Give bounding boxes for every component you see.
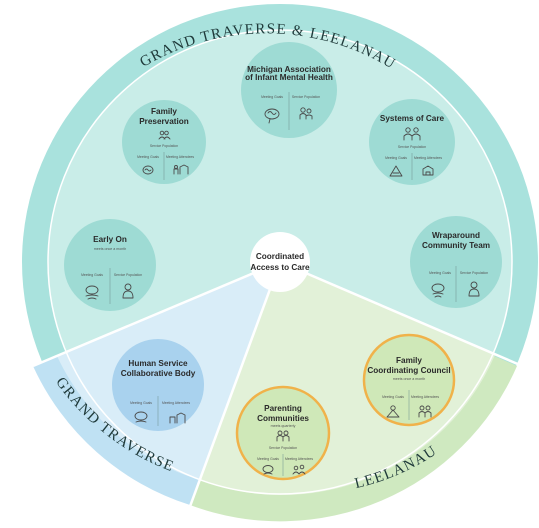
node-systems-of-care[interactable]: Systems of Care Service Population Meeti… — [369, 99, 455, 185]
node-title-line2: Community Team — [422, 241, 490, 250]
node-family-coordinating-council[interactable]: Family Coordinating Council meets once a… — [362, 333, 456, 427]
people-icon — [386, 405, 400, 418]
people-icon — [158, 130, 171, 140]
building-icon — [422, 165, 434, 176]
meeting-frequency: meets quarterly — [271, 424, 296, 428]
node-title-line2: Communities — [257, 414, 309, 423]
col-label-meeting-goals: Meeting Goals — [382, 395, 404, 399]
center-title-line1: Coordinated — [256, 252, 304, 261]
col-label-service-population: Service Population — [460, 271, 488, 275]
family-icon — [418, 405, 432, 418]
node-wraparound[interactable]: Wraparound Community Team Meeting Goals … — [410, 216, 502, 308]
col-label-meeting-goals: Meeting Goals — [261, 95, 283, 99]
building-icon — [173, 164, 189, 175]
family-icon — [299, 107, 313, 120]
node-parenting-communities[interactable]: Parenting Communities meets quarterly Se… — [235, 385, 331, 481]
node-title-line2: Preservation — [139, 117, 189, 126]
node-title-line1: Human Service — [128, 359, 188, 368]
node-title-line1: Family — [151, 107, 177, 116]
sub-label-service-population: Service Population — [150, 144, 178, 148]
meeting-frequency: meets once a month — [393, 377, 426, 381]
family-icon — [276, 430, 290, 442]
node-title-line2: Coordinating Council — [367, 366, 450, 375]
brain-icon — [389, 165, 403, 177]
building-icon — [169, 412, 186, 424]
center-node[interactable]: Coordinated Access to Care — [250, 232, 310, 292]
col-label-meeting-goals: Meeting Goals — [385, 156, 407, 160]
center-title-line2: Access to Care — [250, 263, 310, 272]
brain-icon — [262, 465, 274, 475]
node-title-line1: Parenting — [264, 404, 302, 413]
col-label-meeting-goals: Meeting Goals — [257, 457, 279, 461]
node-title-line1: Family — [396, 356, 422, 365]
node-title-line1: Systems of Care — [380, 114, 445, 123]
node-title-line1: Michigan Association — [247, 65, 331, 74]
brain-icon — [142, 165, 154, 175]
brain-icon — [85, 285, 99, 300]
node-human-service[interactable]: Human Service Collaborative Body Meeting… — [112, 339, 204, 431]
col-label-meeting-attendees: Meeting Attendees — [166, 155, 194, 159]
col-label-service-population: Service Population — [114, 273, 142, 277]
col-label-meeting-attendees: Meeting Attendees — [162, 401, 190, 405]
col-label-meeting-attendees: Meeting Attendees — [285, 457, 313, 461]
col-label-service-population: Service Population — [292, 95, 320, 99]
brain-icon — [134, 411, 148, 423]
sub-label-service-population: Service Population — [269, 446, 297, 450]
col-label-meeting-goals: Meeting Goals — [137, 155, 159, 159]
node-title-line1: Wraparound — [432, 231, 480, 240]
node-title-line2: of Infant Mental Health — [245, 73, 333, 82]
col-label-meeting-attendees: Meeting Attendees — [411, 395, 439, 399]
family-icon — [403, 127, 421, 141]
baby-icon — [468, 281, 480, 297]
node-title-line2: Collaborative Body — [121, 369, 196, 378]
node-title-line1: Early On — [93, 235, 127, 244]
sub-label-service-population: Service Population — [398, 145, 426, 149]
brain-icon — [431, 283, 445, 298]
baby-icon — [122, 283, 134, 299]
people-icon — [292, 464, 306, 475]
node-michigan-association[interactable]: Michigan Association of Infant Mental He… — [241, 42, 337, 138]
brain-icon — [264, 108, 280, 124]
node-early-on[interactable]: Early On meets once a month Meeting Goal… — [64, 219, 156, 311]
col-label-meeting-goals: Meeting Goals — [81, 273, 103, 277]
node-family-preservation[interactable]: Family Preservation Service Population M… — [122, 100, 206, 184]
col-label-meeting-goals: Meeting Goals — [429, 271, 451, 275]
col-label-meeting-goals: Meeting Goals — [130, 401, 152, 405]
meeting-frequency: meets once a month — [94, 247, 127, 251]
col-label-meeting-attendees: Meeting Attendees — [414, 156, 442, 160]
